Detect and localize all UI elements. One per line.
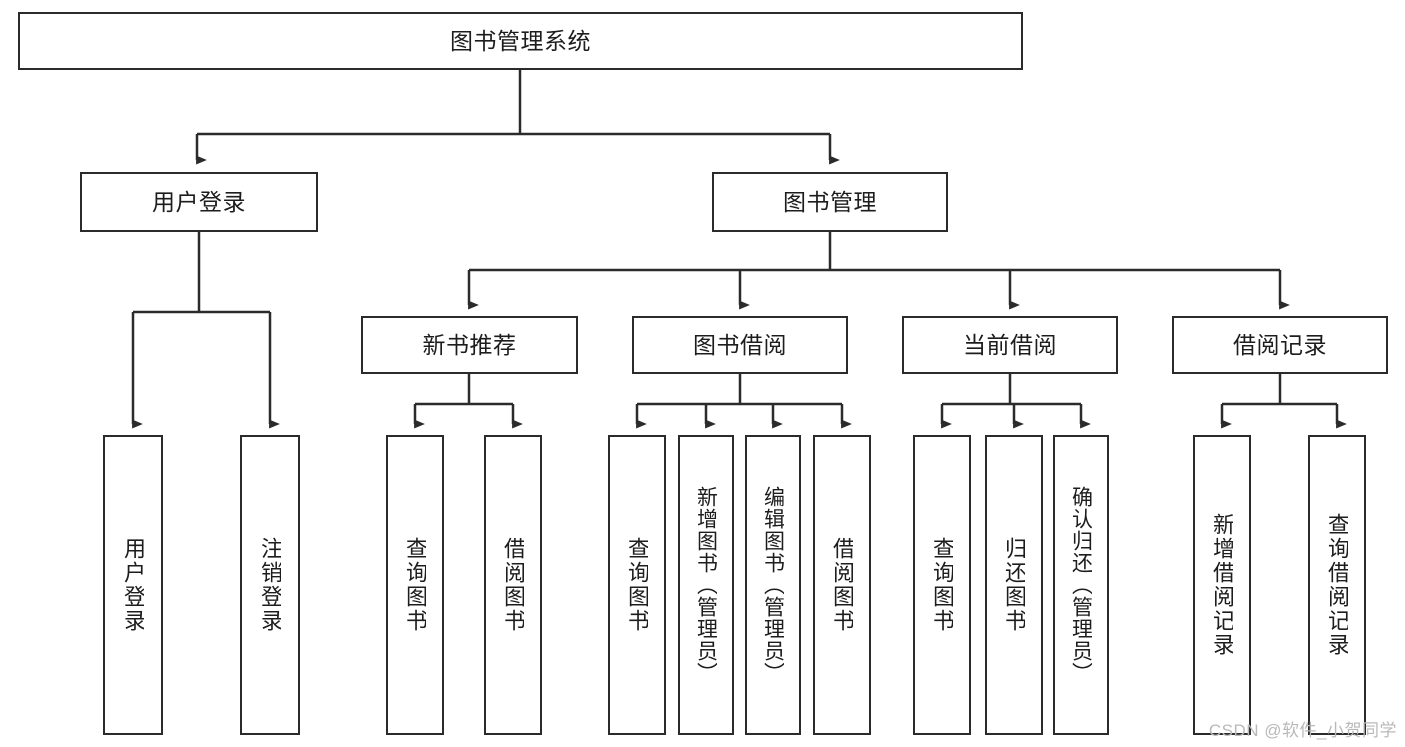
node-leaf-query-book-2[interactable]: 查询图书 [608, 435, 666, 735]
node-leaf-query-borrow-record-label: 查询借阅记录 [1326, 513, 1348, 657]
node-leaf-return-book[interactable]: 归还图书 [985, 435, 1043, 735]
node-book-borrow-label: 图书借阅 [693, 331, 787, 358]
node-root-label: 图书管理系统 [450, 27, 591, 54]
node-leaf-add-borrow-record[interactable]: 新增借阅记录 [1193, 435, 1251, 735]
node-new-book-recommend-label: 新书推荐 [422, 331, 517, 358]
node-new-book-recommend[interactable]: 新书推荐 [361, 316, 578, 374]
node-leaf-user-login-label: 用户登录 [122, 537, 144, 633]
node-leaf-confirm-return-admin[interactable]: 确认归还（管理员） [1053, 435, 1109, 735]
node-leaf-add-borrow-record-label: 新增借阅记录 [1211, 513, 1233, 657]
node-leaf-borrow-book-2[interactable]: 借阅图书 [813, 435, 871, 735]
node-leaf-borrow-book-2-label: 借阅图书 [831, 537, 853, 633]
node-leaf-query-book-1[interactable]: 查询图书 [386, 435, 444, 735]
node-borrow-record[interactable]: 借阅记录 [1172, 316, 1388, 374]
node-leaf-borrow-book-1-label: 借阅图书 [502, 537, 524, 633]
node-leaf-confirm-return-admin-label: 确认归还（管理员） [1070, 486, 1092, 684]
node-leaf-user-logout[interactable]: 注销登录 [240, 435, 300, 735]
csdn-watermark: CSDN @软件_小贺同学 [1208, 721, 1397, 740]
node-current-borrow[interactable]: 当前借阅 [902, 316, 1118, 374]
node-leaf-query-borrow-record[interactable]: 查询借阅记录 [1308, 435, 1366, 735]
node-root[interactable]: 图书管理系统 [18, 12, 1023, 70]
node-leaf-user-login[interactable]: 用户登录 [103, 435, 163, 735]
node-leaf-return-book-label: 归还图书 [1003, 537, 1025, 633]
node-leaf-add-book-admin-label: 新增图书（管理员） [695, 486, 717, 684]
node-leaf-query-book-3[interactable]: 查询图书 [913, 435, 971, 735]
node-leaf-query-book-3-label: 查询图书 [931, 537, 953, 633]
node-user-login-label: 用户登录 [152, 188, 246, 215]
node-book-borrow[interactable]: 图书借阅 [632, 316, 848, 374]
node-leaf-user-logout-label: 注销登录 [259, 537, 281, 633]
node-leaf-edit-book-admin[interactable]: 编辑图书（管理员） [745, 435, 801, 735]
node-leaf-add-book-admin[interactable]: 新增图书（管理员） [678, 435, 734, 735]
node-leaf-query-book-1-label: 查询图书 [404, 537, 426, 633]
node-leaf-edit-book-admin-label: 编辑图书（管理员） [762, 486, 784, 684]
node-current-borrow-label: 当前借阅 [963, 331, 1057, 358]
node-leaf-query-book-2-label: 查询图书 [626, 537, 648, 633]
node-book-manage[interactable]: 图书管理 [712, 172, 948, 232]
node-user-login[interactable]: 用户登录 [80, 172, 318, 232]
node-book-manage-label: 图书管理 [783, 188, 877, 215]
node-borrow-record-label: 借阅记录 [1233, 331, 1327, 358]
node-leaf-borrow-book-1[interactable]: 借阅图书 [484, 435, 542, 735]
